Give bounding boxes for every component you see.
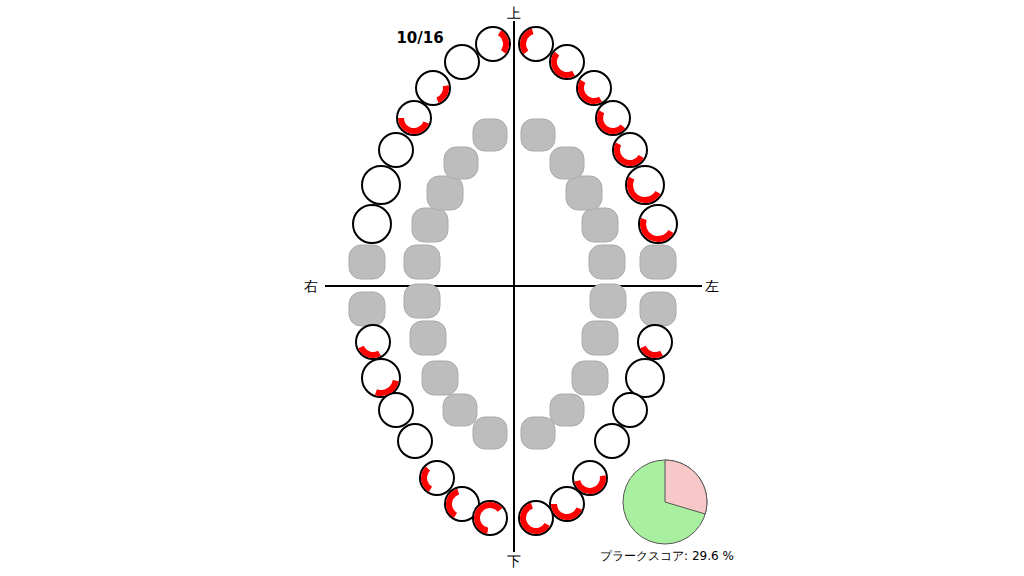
axis-label: 右 <box>303 278 319 294</box>
buccal-teeth <box>353 27 677 535</box>
score-pie <box>623 460 707 544</box>
axis-label: 下 <box>506 553 522 569</box>
date-label: 10/16 <box>396 31 443 46</box>
plaque-marks <box>355 26 678 536</box>
axis-label: 左 <box>704 278 720 294</box>
axis-label: 上 <box>506 5 522 21</box>
score-label: プラークスコア: 29.6 % <box>600 550 734 562</box>
lingual-teeth <box>349 119 676 449</box>
